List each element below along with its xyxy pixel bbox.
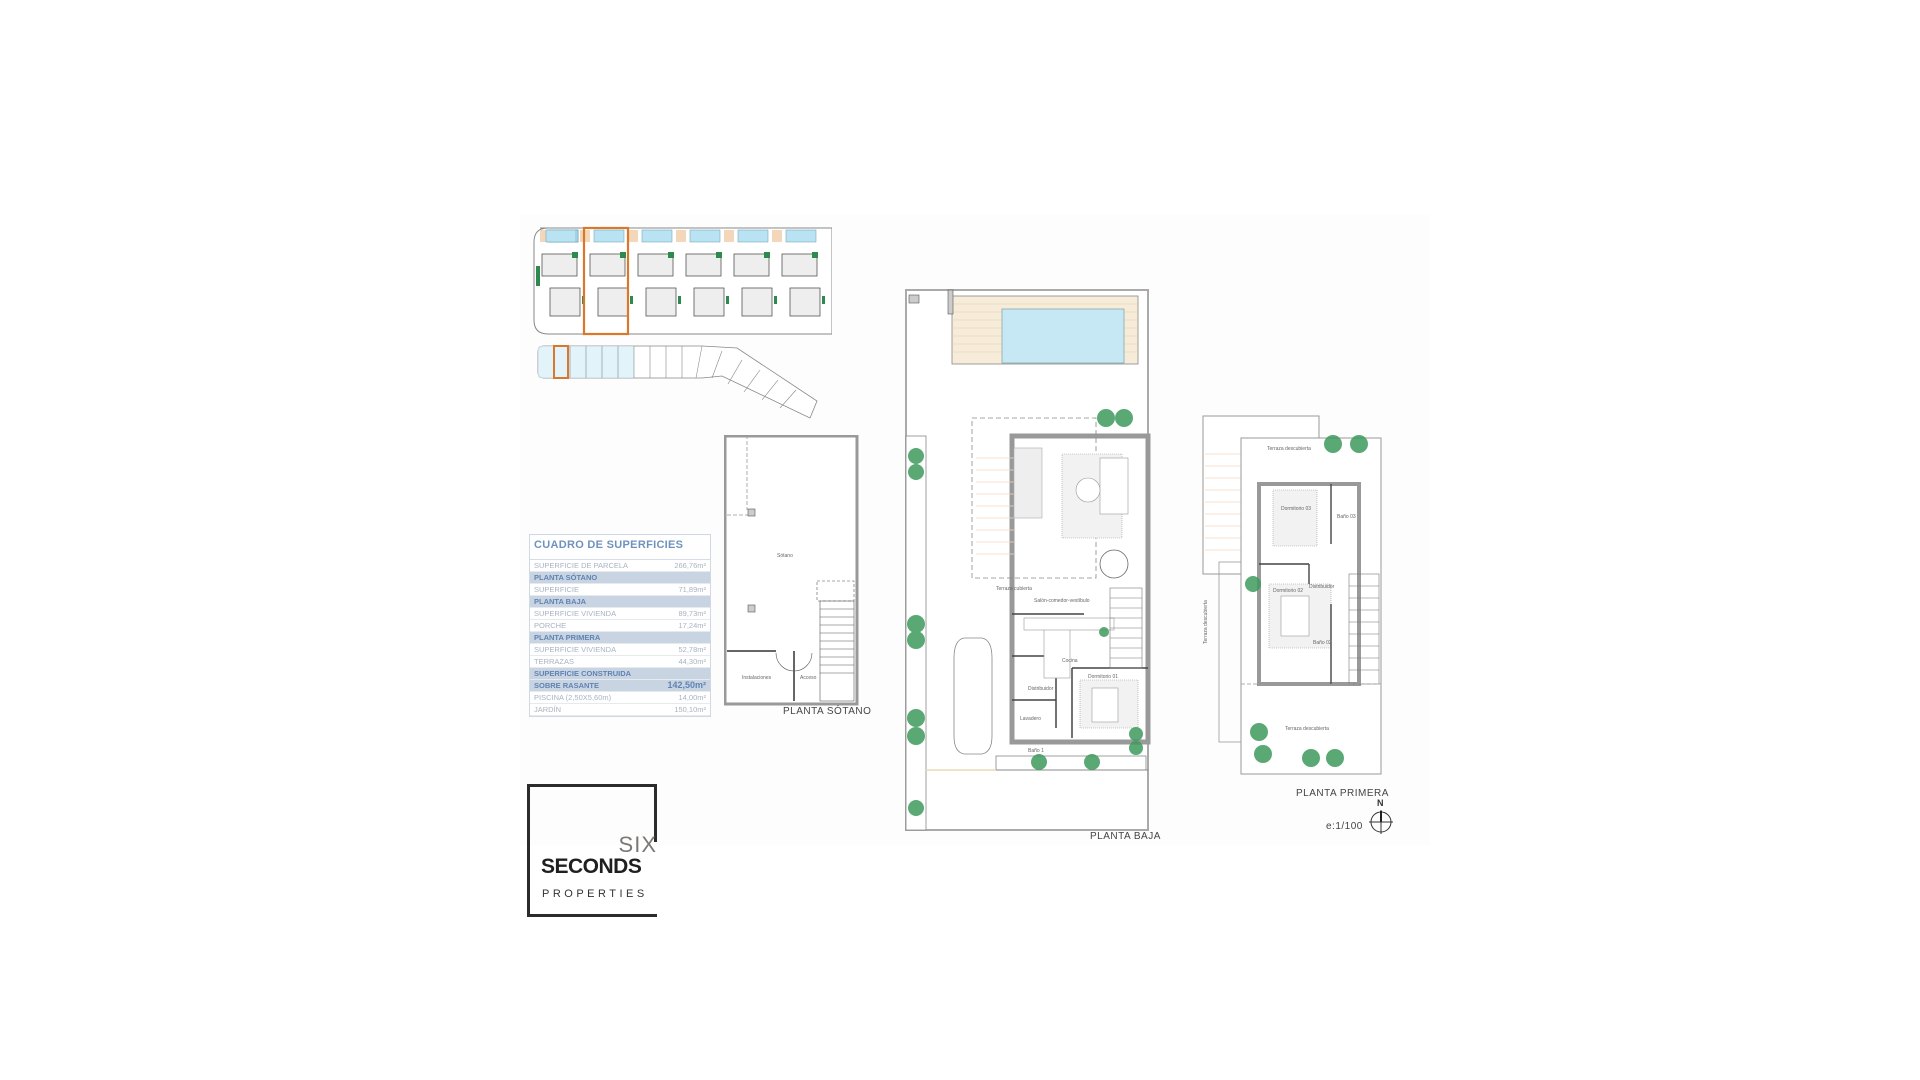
room-terraza-cubierta: Terraza cubierta <box>996 586 1032 592</box>
surfaces-table-row: TERRAZAS 44,30m² <box>530 656 710 668</box>
surface-value: 142,50m² <box>667 680 706 690</box>
surfaces-table-rows: SUPERFICIE DE PARCELA 266,76m² PLANTA SÓTA… <box>530 560 710 716</box>
first-floor-plan: Terraza descubierta Dormitorio 03 Baño 0… <box>1201 414 1383 794</box>
surface-value: 17,24m² <box>678 621 706 630</box>
basement-drawing <box>723 434 859 706</box>
room-salon: Salón-comedor-vestíbulo <box>1034 598 1090 604</box>
surfaces-table-row: JARDÍN 150,10m² <box>530 704 710 716</box>
surfaces-table-row: SUPERFICIE VIVIENDA 52,78m² <box>530 644 710 656</box>
surface-label: SUPERFICIE VIVIENDA <box>534 609 617 618</box>
surface-label: SUPERFICIE CONSTRUIDA <box>534 669 632 678</box>
surface-label: JARDÍN <box>534 705 562 714</box>
room-distribuidor-01: Distribuidor <box>1309 584 1335 590</box>
surface-label: PISCINA (2,50X5,60m) <box>534 693 612 702</box>
room-lavadero: Lavadero <box>1020 716 1041 722</box>
ground-floor-drawing <box>905 289 1151 831</box>
room-acceso: Acceso <box>800 675 817 681</box>
room-cocina: Cocina <box>1062 658 1078 664</box>
ground-floor-plan: Terraza cubierta Salón-comedor-vestíbulo… <box>904 288 1152 834</box>
room-terraza-descubierta-top: Terraza descubierta <box>1267 446 1311 452</box>
selected-unit-highlight <box>582 226 630 336</box>
surfaces-table-row: SUPERFICIE DE PARCELA 266,76m² <box>530 560 710 572</box>
surface-label: SUPERFICIE VIVIENDA <box>534 645 617 654</box>
surfaces-table-row: SUPERFICIE CONSTRUIDA <box>530 668 710 680</box>
surfaces-table-row: PLANTA BAJA <box>530 596 710 608</box>
room-bano-02: Baño 02 <box>1313 640 1332 646</box>
logo-six: SIX <box>618 832 657 857</box>
surfaces-table-row: PISCINA (2,50X5,60m) 14,00m² <box>530 692 710 704</box>
plants <box>1245 435 1368 767</box>
logo-frame <box>527 784 657 917</box>
surface-label: PLANTA BAJA <box>534 597 587 606</box>
logo-properties: PROPERTIES <box>542 888 648 900</box>
first-floor-label: PLANTA PRIMERA <box>1296 788 1389 799</box>
ground-floor-label: PLANTA BAJA <box>1090 831 1161 842</box>
selected-parking-highlight <box>553 345 569 379</box>
surfaces-table-row: SOBRE RASANTE 142,50m² <box>530 680 710 692</box>
surface-label: PLANTA SÓTANO <box>534 573 598 582</box>
surface-label: SOBRE RASANTE <box>534 681 600 690</box>
surface-value <box>666 597 706 606</box>
room-bano-03: Baño 03 <box>1337 514 1356 520</box>
surface-value <box>666 633 706 642</box>
surface-label: SUPERFICIE DE PARCELA <box>534 561 629 570</box>
room-instalaciones: Instalaciones <box>742 675 772 681</box>
surfaces-table-row: PLANTA PRIMERA <box>530 632 710 644</box>
surface-label: SUPERFICIE <box>534 585 580 594</box>
surfaces-table-row: PORCHE 17,24m² <box>530 620 710 632</box>
surface-value: 89,73m² <box>678 609 706 618</box>
site-plan <box>533 226 832 419</box>
surface-value: 150,10m² <box>674 705 706 714</box>
surface-value: 52,78m² <box>678 645 706 654</box>
room-dormitorio-02: Dormitorio 02 <box>1273 588 1304 594</box>
room-distribuidor: Distribuidor <box>1028 686 1054 692</box>
surfaces-table: CUADRO DE SUPERFICIES SUPERFICIE DE PARC… <box>529 534 711 717</box>
surface-label: PORCHE <box>534 621 567 630</box>
logo-seconds: SECONDS <box>541 855 642 878</box>
surface-value: 14,00m² <box>678 693 706 702</box>
room-dormitorio-03: Dormitorio 03 <box>1281 506 1312 512</box>
plants <box>907 409 1143 816</box>
surfaces-table-row: SUPERFICIE 71,89m² <box>530 584 710 596</box>
north-label: N <box>1377 798 1384 808</box>
room-sotano: Sótano <box>777 553 793 559</box>
north-arrow: N <box>1366 798 1396 838</box>
surfaces-table-row: SUPERFICIE VIVIENDA 89,73m² <box>530 608 710 620</box>
surface-label: TERRAZAS <box>534 657 575 666</box>
surfaces-table-title: CUADRO DE SUPERFICIES <box>530 535 710 560</box>
surface-value <box>666 669 706 678</box>
room-terraza-descubierta-bottom: Terraza descubierta <box>1285 726 1329 732</box>
surfaces-table-row: PLANTA SÓTANO <box>530 572 710 584</box>
surface-value: 266,76m² <box>674 561 706 570</box>
surface-value: 71,89m² <box>678 585 706 594</box>
room-terraza-descubierta-side: Terraza descubierta <box>1203 600 1209 644</box>
basement-label: PLANTA SÓTANO <box>783 706 872 717</box>
scale-label: e:1/100 <box>1326 821 1363 832</box>
surface-value <box>666 573 706 582</box>
room-bano-1: Baño 1 <box>1028 748 1044 754</box>
car <box>953 637 993 755</box>
pool <box>1001 308 1125 364</box>
surface-label: PLANTA PRIMERA <box>534 633 601 642</box>
first-floor-drawing <box>1202 415 1382 775</box>
north-compass-icon <box>1369 810 1393 834</box>
surface-value: 44,30m² <box>678 657 706 666</box>
room-dormitorio-01: Dormitorio 01 <box>1088 674 1119 680</box>
basement-plan: Sótano Instalaciones Acceso <box>723 434 859 707</box>
six-seconds-logo: SIX SECONDS PROPERTIES <box>527 784 657 917</box>
